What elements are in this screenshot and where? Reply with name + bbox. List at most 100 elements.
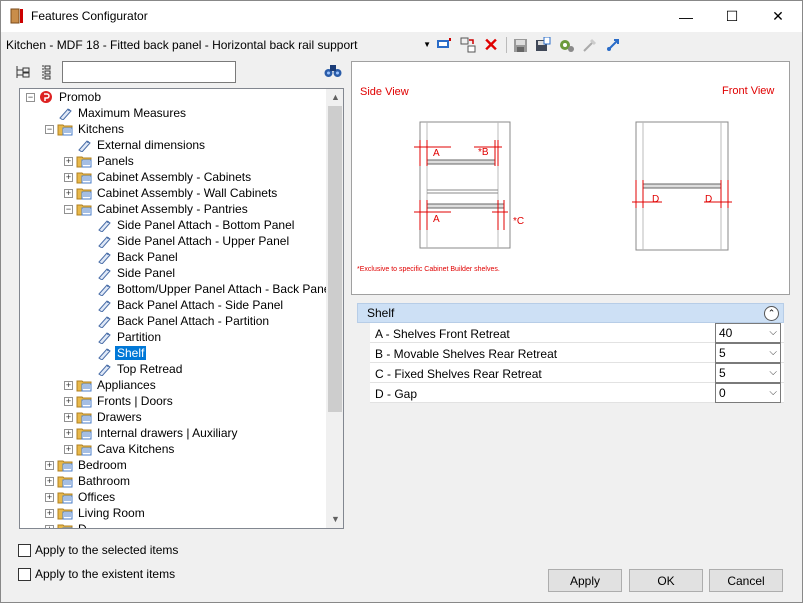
tree-item[interactable]: + Cava Kitchens: [64, 441, 176, 457]
tree-item[interactable]: Side Panel Attach - Upper Panel: [84, 233, 291, 249]
tag-icon: [96, 266, 112, 281]
collapse-icon[interactable]: −: [64, 203, 73, 214]
checkbox-box[interactable]: [18, 567, 31, 581]
tree-item[interactable]: Shelf: [84, 345, 147, 361]
link-icon[interactable]: [604, 36, 622, 54]
tree-item[interactable]: −Cabinet Assembly - Pantries: [64, 201, 250, 217]
tree-item-label: Fronts | Doors: [97, 394, 173, 408]
scroll-down-icon[interactable]: ▼: [331, 514, 340, 524]
tree-item[interactable]: Back Panel Attach - Side Panel: [84, 297, 285, 313]
close-button[interactable]: ✕: [755, 1, 801, 32]
tree-item[interactable]: −Kitchens: [45, 121, 126, 137]
delete-icon[interactable]: ✕: [483, 34, 499, 55]
apply-existent-checkbox[interactable]: Apply to the existent items: [18, 567, 175, 581]
toolbar-separator: [506, 37, 507, 53]
tree-item[interactable]: Back Panel Attach - Partition: [84, 313, 271, 329]
expand-icon[interactable]: +: [64, 443, 73, 454]
tree-item[interactable]: Partition: [84, 329, 163, 345]
tree-item[interactable]: +Living Room: [45, 505, 147, 521]
tree-item[interactable]: + Bedroom: [45, 457, 129, 473]
apply-button[interactable]: Apply: [548, 569, 622, 592]
tree-item-label: Bedroom: [78, 458, 127, 472]
settings-icon[interactable]: [557, 36, 575, 54]
front-view-drawing: D D: [632, 121, 732, 251]
tree-item[interactable]: Top Retread: [84, 361, 184, 377]
tree-item[interactable]: Side Panel Attach - Bottom Panel: [84, 217, 296, 233]
monitor-icon[interactable]: [435, 36, 453, 54]
tools-icon[interactable]: [581, 36, 599, 54]
chevron-down-icon[interactable]: ⌵: [769, 367, 777, 378]
chevron-down-icon[interactable]: ⌵: [769, 387, 777, 398]
expand-icon[interactable]: +: [64, 171, 73, 182]
collapse-all-icon[interactable]: [40, 64, 52, 80]
tree-item[interactable]: Maximum Measures: [45, 105, 188, 121]
tree-item[interactable]: +Cabinet Assembly - Cabinets: [64, 169, 253, 185]
tree-item[interactable]: External dimensions: [64, 137, 207, 153]
expand-icon[interactable]: +: [64, 379, 73, 390]
save-as-icon[interactable]: [534, 36, 552, 54]
chevron-down-icon[interactable]: ⌵: [769, 327, 777, 338]
scrollbar-thumb[interactable]: [328, 106, 342, 412]
tree-item[interactable]: + Cabinet Assembly - Wall Cabinets: [64, 185, 279, 201]
tree-item[interactable]: +D: [45, 521, 89, 529]
expand-icon[interactable]: +: [45, 524, 54, 528]
swap-icon[interactable]: [459, 36, 477, 54]
expand-icon[interactable]: +: [45, 491, 54, 502]
property-value-select[interactable]: 5⌵: [715, 363, 781, 383]
expand-icon[interactable]: +: [64, 395, 73, 406]
expand-icon[interactable]: +: [45, 507, 54, 518]
tag-icon: [96, 250, 112, 265]
expand-icon[interactable]: +: [64, 187, 73, 198]
folder-icon: [76, 378, 92, 392]
expand-icon[interactable]: +: [45, 459, 54, 470]
tree-item[interactable]: +Appliances: [64, 377, 158, 393]
ok-button[interactable]: OK: [629, 569, 703, 592]
folder-icon: [57, 122, 73, 136]
property-value-select[interactable]: 5⌵: [715, 343, 781, 363]
property-value-select[interactable]: 0⌵: [715, 383, 781, 403]
tree-item[interactable]: +Drawers: [64, 409, 144, 425]
property-value-select[interactable]: 40⌵: [715, 323, 781, 343]
tag-icon: [96, 218, 112, 233]
checkbox-box[interactable]: [18, 543, 31, 557]
tree-item[interactable]: +Bathroom: [45, 473, 132, 489]
tree-item[interactable]: +Internal drawers | Auxiliary: [64, 425, 240, 441]
expand-icon[interactable]: +: [64, 411, 73, 422]
expand-icon[interactable]: +: [64, 155, 73, 166]
tree-item[interactable]: Side Panel: [84, 265, 177, 281]
apply-selected-checkbox[interactable]: Apply to the selected items: [18, 543, 178, 557]
cancel-button[interactable]: Cancel: [709, 569, 783, 592]
collapse-icon[interactable]: −: [45, 123, 54, 134]
tree-scrollbar[interactable]: ▲ ▼: [326, 89, 343, 528]
tree-item-label: Cava Kitchens: [97, 442, 175, 456]
tree-item[interactable]: Bottom/Upper Panel Attach - Back Panel: [84, 281, 335, 297]
save-icon[interactable]: [511, 36, 529, 54]
tree-item-label: Partition: [117, 330, 162, 344]
folder-icon: [57, 522, 73, 528]
tree-item[interactable]: +Panels: [64, 153, 136, 169]
binoculars-icon[interactable]: [324, 64, 342, 78]
title-bar: Features Configurator — ☐ ✕: [1, 1, 802, 32]
collapse-icon[interactable]: −: [26, 91, 35, 102]
chevron-down-icon[interactable]: ⌵: [769, 347, 777, 358]
search-input[interactable]: [62, 61, 236, 83]
shelf-group-header[interactable]: Shelf ⌃: [357, 303, 784, 323]
configuration-select[interactable]: Kitchen - MDF 18 - Fitted back panel - H…: [6, 36, 431, 54]
marker-c: *C: [513, 216, 524, 227]
maximize-button[interactable]: ☐: [709, 1, 755, 32]
tree-item-label: Cabinet Assembly - Wall Cabinets: [97, 186, 278, 200]
tree-item[interactable]: + Fronts | Doors: [64, 393, 175, 409]
expand-icon[interactable]: +: [45, 475, 54, 486]
side-view-drawing: A *B A *C: [414, 121, 524, 249]
expand-all-icon[interactable]: [15, 64, 31, 80]
tree-item[interactable]: Back Panel: [84, 249, 180, 265]
expand-icon[interactable]: +: [64, 427, 73, 438]
checkbox-label: Apply to the selected items: [35, 543, 179, 557]
tree-item-label: D: [78, 522, 87, 529]
scroll-up-icon[interactable]: ▲: [331, 92, 340, 102]
tree-item[interactable]: +Offices: [45, 489, 117, 505]
minimize-button[interactable]: —: [663, 1, 709, 32]
collapse-chevron-icon[interactable]: ⌃: [764, 306, 779, 321]
tree-item[interactable]: −Promob: [26, 89, 103, 105]
